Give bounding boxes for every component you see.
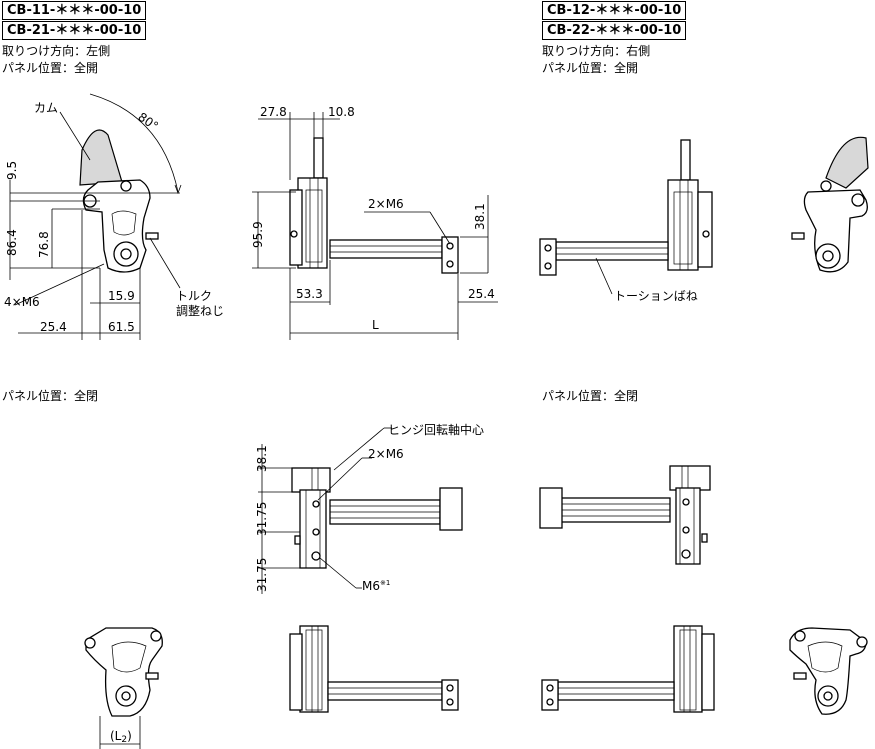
note-right-direction: 取りつけ方向：右側 [542,44,651,58]
torque-label-2: 調整ねじ [176,303,224,318]
front-view-closed-right [541,625,715,713]
note-right-panel-open: パネル位置：全開 [542,61,639,75]
front-view-open-right [539,139,713,276]
m6-star-label: M6※1 [362,579,390,593]
dim-27-8: 27.8 [260,105,287,119]
side-view-left-closed [84,627,163,717]
dim-31-75-b: 31.75 [255,558,269,592]
torsion-spring-label: トーションばね [614,289,698,303]
model-label-cb12: CB-12-＊＊＊-00-10 [542,1,687,20]
dim-10-8: 10.8 [328,105,355,119]
front-view-open [289,137,459,274]
dim-38-1-a: 38.1 [473,203,487,230]
model-label-cb22: CB-22-＊＊＊-00-10 [542,21,687,40]
m6-2-label-top: 2×M6 [368,197,404,211]
dim-9-5: 9.5 [5,161,19,180]
torque-label-1: トルク [176,289,212,303]
dim-25-4-a: 25.4 [40,320,67,334]
l2-label: (L2) [110,729,132,745]
dim-38-1-b: 38.1 [255,445,269,472]
m6-2-label-bottom: 2×M6 [368,447,404,461]
dim-25-4-b: 25.4 [468,287,495,301]
model-label-cb21: CB-21-＊＊＊-00-10 [2,21,147,40]
front-view-closed [289,625,459,713]
side-view-right-closed [789,627,868,715]
note-right-panel-closed: パネル位置：全閉 [542,389,639,403]
m6-4-label: 4×M6 [4,295,40,309]
dim-76-8: 76.8 [37,231,51,258]
dim-31-75-a: 31.75 [255,502,269,536]
note-left-panel-open: パネル位置：全開 [2,61,99,75]
dim-95-9: 95.9 [251,221,265,248]
dim-15-9: 15.9 [108,289,135,303]
top-view-closed [291,467,463,569]
length-l-label: L [372,318,379,332]
note-left-direction: 取りつけ方向：左側 [2,44,111,58]
dim-86-4: 86.4 [5,229,19,256]
dim-53-3: 53.3 [296,287,323,301]
hinge-center-label: ヒンジ回転軸中心 [388,422,484,437]
note-left-panel-closed: パネル位置：全閉 [2,389,99,403]
side-view-right-open [791,136,869,273]
side-view-left-open [79,129,159,273]
dim-61-5: 61.5 [108,320,135,334]
top-view-closed-right [539,465,711,565]
model-label-cb11: CB-11-＊＊＊-00-10 [2,1,147,20]
angle-80-label: 80° [135,110,160,134]
cam-label: カム [34,101,58,115]
